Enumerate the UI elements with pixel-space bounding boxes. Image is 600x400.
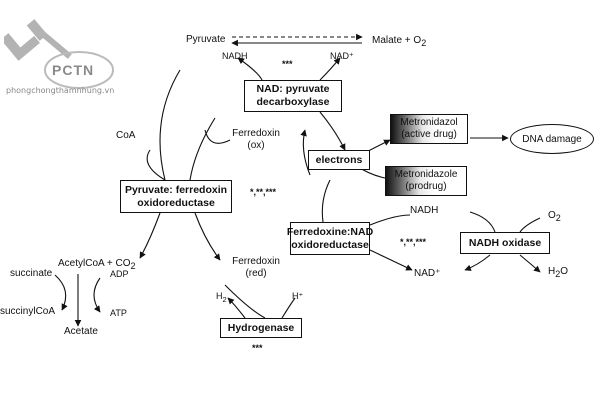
arrow-to-nadplus — [464, 254, 491, 271]
nadh-oxidase-label: NADH oxidase — [468, 236, 542, 249]
fnad-line2: oxidoreductase — [291, 238, 369, 251]
pfor-line2: oxidoreductase — [137, 196, 215, 209]
label-ferredoxin-ox: Ferredoxin (ox) — [228, 128, 284, 152]
arrow-to-h2o — [519, 254, 541, 273]
arrow-nad-plus — [319, 57, 341, 81]
pyruvate-ferredoxin-oxidoreductase-box: Pyruvate: ferredoxin oxidoreductase — [120, 180, 232, 213]
gavel-icon — [0, 19, 114, 89]
arrow-nadh — [237, 57, 263, 81]
label-stars-top: *** — [282, 59, 293, 69]
watermark-brand: PCTN — [52, 62, 95, 78]
label-hydrogenase-stars: *** — [252, 343, 263, 353]
fd-ox-line1: Ferredoxin — [232, 128, 280, 139]
fd-ox-line2: (ox) — [247, 140, 265, 151]
arrow-to-acetylcoa — [139, 212, 161, 259]
curve-nadh-oxidase-in — [469, 211, 496, 233]
hydrogenase-box: Hydrogenase — [220, 318, 302, 338]
arrow-electrons-up — [300, 129, 311, 176]
arrow-succinate-succinylcoa — [54, 274, 68, 311]
curve-fdred-hydrogenase — [224, 284, 266, 319]
label-pyruvate: Pyruvate — [186, 34, 226, 45]
label-adp: ADP — [110, 269, 129, 279]
label-coa: CoA — [116, 130, 136, 141]
label-nad-plus-top: NAD⁺ — [330, 51, 354, 61]
o2-text: O — [548, 210, 556, 221]
h2o-h: H — [548, 266, 556, 277]
arrow-decarboxylase-electrons — [319, 111, 346, 151]
label-fnad-stars: *,**,*** — [400, 237, 427, 247]
nad-pyruvate-line2: decarboxylase — [256, 96, 330, 108]
active-line2: (active drug) — [401, 129, 457, 140]
ferredoxine-nad-oxidoreductase-box: Ferredoxine:NAD oxidoreductase — [286, 222, 374, 255]
fd-red-line1: Ferredoxin — [232, 256, 280, 267]
h2-sub: 2 — [222, 294, 227, 304]
curve-fdox — [189, 117, 216, 181]
label-pfor-stars: *,**,*** — [250, 187, 277, 197]
h2-h: H — [216, 291, 223, 301]
label-succinylcoa: succinylCoA — [0, 306, 56, 317]
h2o-o: O — [560, 266, 569, 277]
label-h-plus: H⁺ — [292, 291, 304, 301]
label-h2o: H2O — [548, 266, 568, 280]
arrow-fnad-nadplus — [369, 249, 413, 271]
label-o2-right: O2 — [548, 210, 561, 224]
curve-pyruvate-left — [159, 69, 181, 181]
line-fnad-nadh — [369, 214, 411, 226]
label-malate-o2: Malate + O2 — [372, 35, 426, 49]
label-succinate: succinate — [10, 268, 53, 279]
curve-o2-in — [519, 217, 541, 233]
label-nad-plus-bottom: NAD⁺ — [414, 268, 441, 279]
label-acetylcoa: AcetylCoA + CO2 — [58, 258, 136, 272]
label-acetate: Acetate — [64, 326, 98, 337]
dna-damage-ellipse: DNA damage — [510, 124, 594, 154]
nad-pyruvate-line1: NAD: pyruvate — [256, 83, 330, 95]
curve-coa-in — [146, 149, 166, 181]
nadh-oxidase-box: NADH oxidase — [460, 232, 550, 254]
fnad-line1: Ferredoxine:NAD — [286, 225, 374, 238]
metronidazol-active-box: Metronidazol (active drug) — [390, 114, 468, 144]
prodrug-line2: (prodrug) — [405, 181, 447, 192]
arrow-adp-atp — [93, 277, 101, 313]
malate-sub: 2 — [421, 38, 427, 48]
label-nadh-right: NADH — [410, 205, 439, 216]
electrons-box: electrons — [308, 150, 370, 170]
curve-hplus — [281, 297, 296, 319]
h2o-sub: 2 — [555, 269, 561, 279]
watermark-logo: PCTN — [0, 14, 114, 92]
line-electrons-fnad — [321, 179, 331, 223]
o2-sub: 2 — [555, 213, 561, 223]
label-ferredoxin-red: Ferredoxin (red) — [228, 256, 284, 280]
active-line1: Metronidazol — [400, 117, 458, 128]
hydrogenase-label: Hydrogenase — [227, 321, 295, 334]
label-h2: H2 — [216, 290, 227, 306]
label-nadh-top: NADH — [222, 51, 248, 61]
label-atp: ATP — [110, 308, 127, 318]
pfor-line1: Pyruvate: ferredoxin — [124, 183, 228, 196]
nad-pyruvate-decarboxylase-box: NAD: pyruvate decarboxylase — [244, 80, 342, 112]
metronidazole-prodrug-box: Metronidazole (prodrug) — [385, 166, 467, 196]
fd-red-line2: (red) — [245, 268, 267, 279]
arrow-to-h2 — [227, 297, 246, 319]
watermark-site: phongchongthamnhung.vn — [6, 86, 115, 95]
prodrug-line1: Metronidazole — [394, 169, 458, 180]
dna-damage-label: DNA damage — [522, 133, 582, 145]
malate-text: Malate + O — [372, 35, 422, 46]
electrons-label: electrons — [315, 153, 363, 166]
acetylcoa-text: AcetylCoA + CO — [58, 258, 131, 269]
arrow-to-fdred — [194, 212, 221, 261]
curve-coa — [204, 129, 231, 144]
acetylcoa-sub: 2 — [130, 261, 136, 271]
